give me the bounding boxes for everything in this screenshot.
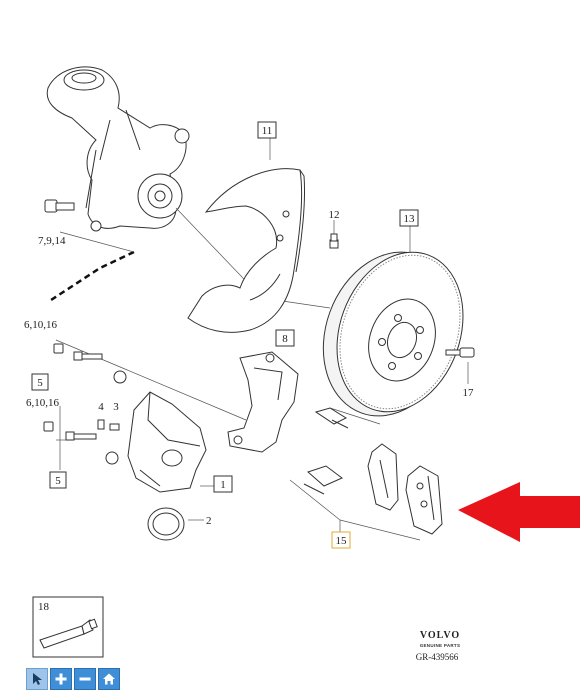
bolt-12[interactable] bbox=[329, 233, 339, 249]
zoom-in-button[interactable] bbox=[50, 668, 72, 690]
brake-disc[interactable] bbox=[301, 233, 484, 435]
callout-18[interactable]: 18 bbox=[32, 596, 104, 658]
bolt-7-9-14[interactable] bbox=[44, 199, 75, 213]
callout-1[interactable]: 1 bbox=[213, 475, 233, 493]
callout-5-lower[interactable]: 5 bbox=[49, 471, 67, 489]
svg-text:1: 1 bbox=[220, 479, 226, 491]
highlight-arrow bbox=[458, 482, 580, 542]
brake-pad-outer[interactable] bbox=[405, 465, 443, 535]
callout-13[interactable]: 13 bbox=[399, 209, 419, 227]
svg-text:3: 3 bbox=[113, 401, 119, 413]
svg-text:12: 12 bbox=[329, 209, 340, 221]
steering-knuckle[interactable] bbox=[46, 66, 190, 232]
callout-7-9-14[interactable]: 7,9,14 bbox=[38, 235, 66, 247]
grease-tube-icon bbox=[39, 618, 98, 649]
pad-retaining-clips[interactable] bbox=[303, 407, 349, 495]
svg-text:5: 5 bbox=[37, 377, 43, 389]
svg-text:13: 13 bbox=[404, 213, 416, 225]
callout-5-upper[interactable]: 5 bbox=[31, 373, 49, 391]
bleeder-screw[interactable] bbox=[97, 419, 120, 431]
svg-text:15: 15 bbox=[336, 535, 348, 547]
home-icon bbox=[103, 673, 115, 685]
svg-text:7,9,14: 7,9,14 bbox=[38, 235, 66, 247]
svg-text:2: 2 bbox=[206, 515, 212, 527]
callout-8[interactable]: 8 bbox=[275, 329, 295, 347]
callout-6-10-16-upper[interactable]: 6,10,16 bbox=[24, 319, 58, 331]
zoom-out-button[interactable] bbox=[74, 668, 96, 690]
drawing-id: GR-439566 bbox=[415, 652, 459, 662]
callout-4[interactable]: 4 bbox=[98, 401, 104, 413]
dust-shield[interactable] bbox=[187, 168, 306, 333]
svg-text:6,10,16: 6,10,16 bbox=[24, 319, 58, 331]
svg-text:5: 5 bbox=[55, 475, 61, 487]
bolt-17[interactable] bbox=[445, 347, 475, 358]
svg-text:11: 11 bbox=[262, 125, 273, 137]
dashed-connector bbox=[47, 250, 135, 304]
callout-6-10-16-lower[interactable]: 6,10,16 bbox=[26, 397, 60, 409]
caliper-bracket[interactable] bbox=[227, 351, 299, 453]
pointer-icon bbox=[33, 673, 42, 685]
svg-text:18: 18 bbox=[38, 601, 50, 613]
callout-17[interactable]: 17 bbox=[463, 387, 475, 399]
callout-15[interactable]: 15 bbox=[331, 531, 351, 549]
volvo-logo: VOLVO bbox=[419, 630, 461, 641]
zoom-toolbar bbox=[26, 668, 120, 690]
svg-text:8: 8 bbox=[282, 333, 288, 345]
callout-11[interactable]: 11 bbox=[257, 121, 277, 139]
pointer-tool-button[interactable] bbox=[26, 668, 48, 690]
home-button[interactable] bbox=[98, 668, 120, 690]
svg-text:4: 4 bbox=[98, 401, 104, 413]
piston-seal[interactable] bbox=[147, 507, 185, 541]
brake-pad-inner[interactable] bbox=[367, 443, 399, 511]
plus-icon bbox=[55, 673, 67, 685]
minus-icon bbox=[79, 677, 91, 681]
svg-text:6,10,16: 6,10,16 bbox=[26, 397, 60, 409]
guide-pin-bolts-lower[interactable] bbox=[43, 421, 119, 465]
guide-pin-bolts-upper[interactable] bbox=[53, 343, 127, 384]
callout-12[interactable]: 12 bbox=[329, 209, 340, 221]
svg-text:17: 17 bbox=[463, 387, 475, 399]
genuine-parts-tagline: GENUINE PARTS bbox=[419, 643, 461, 648]
callout-3[interactable]: 3 bbox=[113, 401, 119, 413]
brake-caliper[interactable] bbox=[127, 391, 207, 493]
callout-2[interactable]: 2 bbox=[206, 515, 212, 527]
